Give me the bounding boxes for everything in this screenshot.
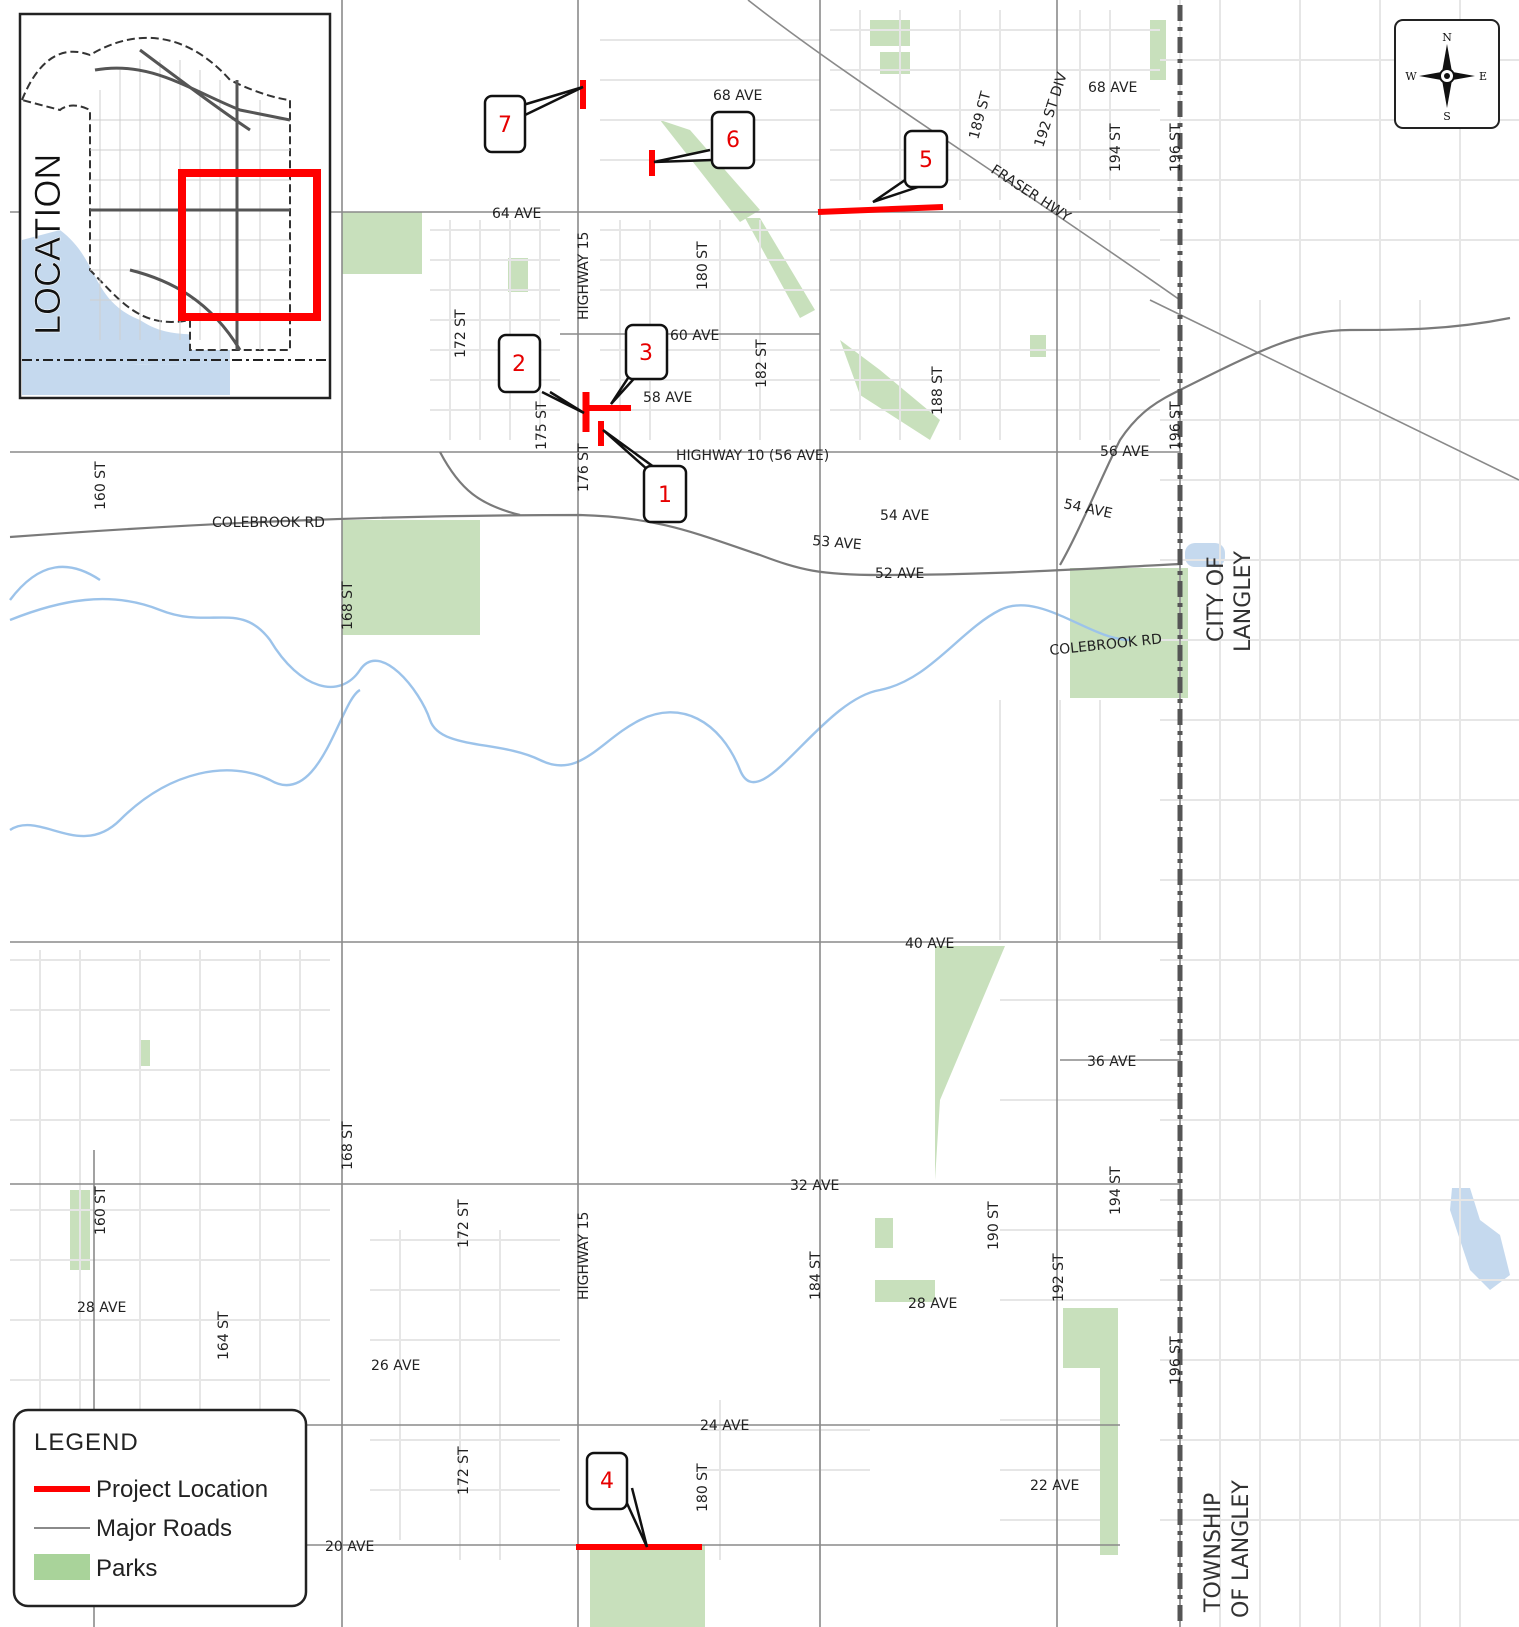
road-label: HIGHWAY 15 xyxy=(576,232,592,320)
road-label: 40 AVE xyxy=(905,936,954,952)
callout-3-number: 3 xyxy=(639,341,653,366)
road-label: HIGHWAY 10 (56 AVE) xyxy=(676,448,829,464)
project-segment-5 xyxy=(817,204,944,215)
callout-3: 3 xyxy=(624,323,669,381)
river xyxy=(9,597,1131,784)
callout-2-number: 2 xyxy=(512,352,526,377)
legend: LEGEND Project Location Major Roads Park… xyxy=(12,1408,308,1608)
road-label: 160 ST xyxy=(93,1186,109,1235)
road-label: 172 ST xyxy=(456,1199,472,1248)
road-label: 164 ST xyxy=(216,1311,232,1360)
parks xyxy=(70,20,1188,1627)
compass-e: E xyxy=(1479,70,1487,83)
road-label: 64 AVE xyxy=(492,206,541,222)
fraser-hwy-road xyxy=(747,0,1181,301)
road-label: 188 ST xyxy=(930,366,946,415)
road-label: 56 AVE xyxy=(1100,444,1149,460)
legend-item-parks: Parks xyxy=(96,1555,157,1582)
road-label: 28 AVE xyxy=(77,1300,126,1316)
fraser-hwy-east-road xyxy=(1149,299,1519,481)
place-labels: CITY OF LANGLEY TOWNSHIP OF LANGLEY xyxy=(1201,551,1256,1618)
city-of-langley-label: LANGLEY xyxy=(1231,551,1256,652)
road-label: 68 AVE xyxy=(1088,80,1137,96)
callouts: 7 6 5 2 3 1 4 xyxy=(483,94,949,1511)
compass-n: N xyxy=(1442,31,1452,44)
callout-6-number: 6 xyxy=(726,128,740,153)
road-label: 160 ST xyxy=(93,461,109,510)
road-label: 60 AVE xyxy=(670,328,719,344)
township-of-langley-label: OF LANGLEY xyxy=(1229,1480,1254,1618)
railways xyxy=(9,316,1511,577)
road-label: 24 AVE xyxy=(700,1418,749,1434)
road-label: 26 AVE xyxy=(371,1358,420,1374)
legend-item-major-roads: Major Roads xyxy=(96,1515,232,1542)
road-label: 196 ST xyxy=(1168,401,1184,450)
location-inset: LOCATION xyxy=(18,12,332,400)
road-label: COLEBROOK RD xyxy=(212,515,325,531)
compass-w: W xyxy=(1405,70,1417,83)
road-label: 180 ST xyxy=(695,241,711,290)
callout-5: 5 xyxy=(903,129,949,189)
road-label: 53 AVE xyxy=(812,533,863,553)
river xyxy=(9,565,101,601)
legend-swatch-parks xyxy=(34,1554,90,1580)
road-label: 68 AVE xyxy=(713,88,762,104)
compass-s: S xyxy=(1443,110,1451,123)
inset-title: LOCATION xyxy=(27,154,68,335)
road-label: 58 AVE xyxy=(643,390,692,406)
callout-6: 6 xyxy=(710,110,756,170)
township-of-langley-label: TOWNSHIP xyxy=(1201,1493,1226,1613)
road-label: 194 ST xyxy=(1108,1166,1124,1215)
legend-item-project-location: Project Location xyxy=(96,1476,268,1503)
road-label: 172 ST xyxy=(456,1446,472,1495)
callout-7-number: 7 xyxy=(498,113,512,138)
road-label: 182 ST xyxy=(754,339,770,388)
project-locations xyxy=(576,80,944,1550)
callout-1: 1 xyxy=(642,464,688,524)
road-label: 22 AVE xyxy=(1030,1478,1079,1494)
road-label: 32 AVE xyxy=(790,1178,839,1194)
road-label: 176 ST xyxy=(576,443,592,492)
road-label: 196 ST xyxy=(1168,1336,1184,1385)
road-label: 36 AVE xyxy=(1087,1054,1136,1070)
road-label: 172 ST xyxy=(453,309,469,358)
callout-2: 2 xyxy=(497,333,542,394)
road-label: 175 ST xyxy=(534,401,550,450)
callout-4-number: 4 xyxy=(600,1469,614,1494)
legend-title: LEGEND xyxy=(34,1429,139,1456)
callout-4: 4 xyxy=(585,1451,629,1511)
road-label: 180 ST xyxy=(695,1463,711,1512)
road-label: 52 AVE xyxy=(875,566,924,582)
road-label: 190 ST xyxy=(986,1201,1002,1250)
road-label: 196 ST xyxy=(1168,123,1184,172)
callout-5-number: 5 xyxy=(919,148,933,173)
road-label: 184 ST xyxy=(808,1251,824,1300)
road-label: 192 ST xyxy=(1051,1253,1067,1302)
road-label: 54 AVE xyxy=(880,508,929,524)
callout-1-number: 1 xyxy=(658,483,672,508)
road-label: 168 ST xyxy=(340,581,356,630)
road-label: 194 ST xyxy=(1108,123,1124,172)
river xyxy=(9,688,361,838)
callout-7: 7 xyxy=(483,94,527,154)
city-of-langley-label: CITY OF xyxy=(1204,556,1229,642)
road-label: 28 AVE xyxy=(908,1296,957,1312)
road-label: 20 AVE xyxy=(325,1539,374,1555)
road-label: 168 ST xyxy=(340,1121,356,1170)
road-label: HIGHWAY 15 xyxy=(576,1212,592,1300)
compass-rose: N S W E xyxy=(1394,19,1500,129)
